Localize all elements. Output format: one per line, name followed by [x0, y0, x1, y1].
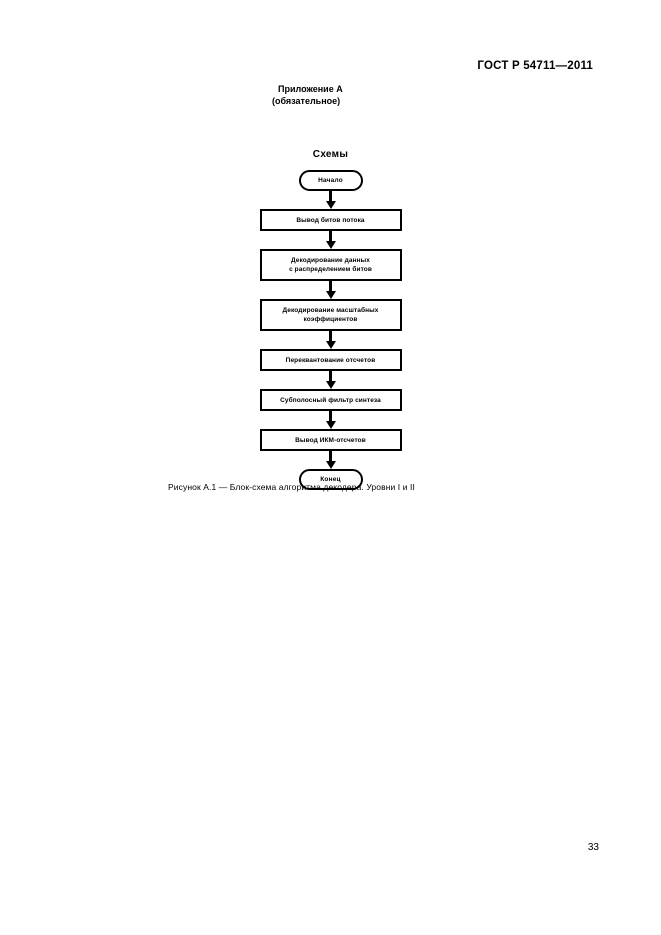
flowchart-node-step2-text: Декодирование данных с распределением би…: [289, 256, 372, 274]
flowchart-node-step3-line1: Декодирование масштабных: [282, 307, 379, 314]
flowchart-row: Конец: [0, 469, 661, 490]
arrow-shaft: [329, 371, 332, 383]
flowchart-node-step5: Субполосный фильтр синтеза: [259, 389, 402, 411]
annex-title: Приложение А: [278, 84, 343, 94]
flowchart-row: Вывод ИКМ-отсчетов: [0, 429, 661, 451]
flowchart-connector-arrow: [0, 411, 661, 429]
arrow-shaft: [329, 411, 332, 423]
flowchart-node-step3-line2: коэффициентов: [303, 316, 358, 323]
flowchart-connector-arrow: [0, 371, 661, 389]
arrow-head-icon: [325, 341, 336, 349]
arrow-head-icon: [325, 291, 336, 299]
flowchart-connector-arrow: [0, 231, 661, 249]
flowchart-row: Декодирование масштабных коэффициентов: [0, 299, 661, 331]
flowchart-row: Переквантование отсчетов: [0, 349, 661, 371]
flowchart-connector-arrow: [0, 331, 661, 349]
arrow-head-icon: [325, 381, 336, 389]
flowchart-node-step4: Переквантование отсчетов: [259, 349, 402, 371]
page-number: 33: [587, 842, 599, 853]
decoder-flowchart: Начало Вывод битов потока Декодирование …: [0, 170, 661, 490]
flowchart-node-step2: Декодирование данных с распределением би…: [259, 249, 402, 281]
arrow-head-icon: [325, 241, 336, 249]
arrow-shaft: [329, 191, 332, 203]
flowchart-node-start: Начало: [298, 170, 363, 191]
annex-subtitle: (обязательное): [272, 95, 341, 106]
flowchart-node-step1: Вывод битов потока: [259, 209, 402, 231]
figure-caption: Рисунок А.1 — Блок-схема алгоритма декод…: [168, 482, 415, 492]
standard-header: ГОСТ Р 54711—2011: [477, 60, 593, 72]
flowchart-node-step2-line1: Декодирование данных: [290, 257, 371, 264]
flowchart-node-step3: Декодирование масштабных коэффициентов: [259, 299, 402, 331]
arrow-shaft: [329, 451, 332, 463]
flowchart-row: Декодирование данных с распределением би…: [0, 249, 661, 281]
annex-block: Приложение А (обязательное): [272, 84, 343, 107]
flowchart-connector-arrow: [0, 191, 661, 209]
flowchart-node-step3-text: Декодирование масштабных коэффициентов: [283, 306, 379, 324]
section-heading: Схемы: [312, 149, 349, 160]
flowchart-row: Вывод битов потока: [0, 209, 661, 231]
flowchart-row: Субполосный фильтр синтеза: [0, 389, 661, 411]
arrow-head-icon: [325, 461, 336, 469]
flowchart-row: Начало: [0, 170, 661, 191]
arrow-shaft: [329, 281, 332, 293]
arrow-shaft: [329, 331, 332, 343]
flowchart-node-step2-line2: с распределением битов: [289, 266, 372, 273]
flowchart-connector-arrow: [0, 281, 661, 299]
flowchart-node-end: Конец: [298, 469, 363, 490]
flowchart-node-step6: Вывод ИКМ-отсчетов: [259, 429, 402, 451]
arrow-head-icon: [325, 421, 336, 429]
arrow-head-icon: [325, 201, 336, 209]
flowchart-connector-arrow: [0, 451, 661, 469]
arrow-shaft: [329, 231, 332, 243]
